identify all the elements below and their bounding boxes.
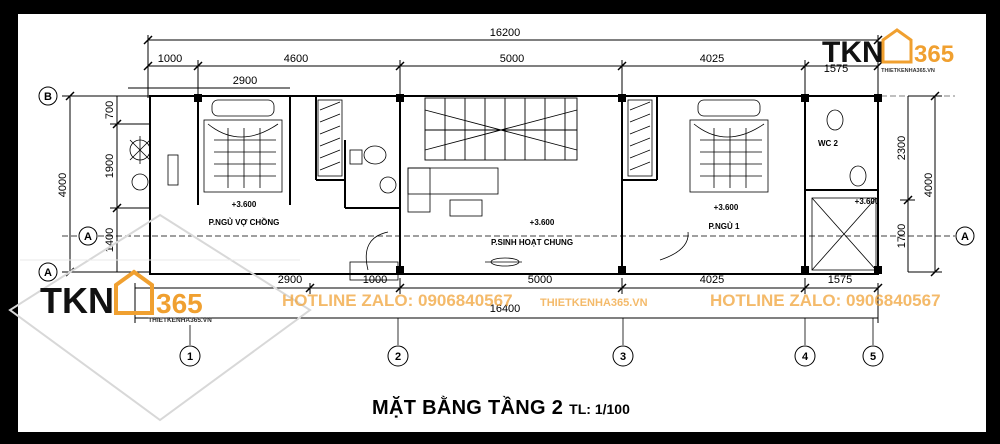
house-icon xyxy=(881,28,913,64)
staircase xyxy=(424,97,578,161)
walls xyxy=(149,95,879,275)
logo-bottom-left: TKN 365 THIETKENHA365.VN xyxy=(40,269,212,324)
dim-top-2: 4600 xyxy=(284,53,308,65)
room-living-level: +3.600 xyxy=(530,218,555,227)
dim-top-3: 5000 xyxy=(500,53,524,65)
logo-bottom-site: THIETKENHA365.VN xyxy=(148,317,212,324)
dim-bottom-2: 1000 xyxy=(363,274,387,286)
beds xyxy=(203,99,769,193)
dim-left-3: 1900 xyxy=(104,154,116,178)
dim-top-1: 1000 xyxy=(158,53,182,65)
logo-top-site: THIETKENHA365.VN xyxy=(881,68,935,74)
grid-bubble-b: B xyxy=(38,86,58,106)
grid-label-a-right: A xyxy=(961,231,969,243)
logo-top-right: TKN 365 THIETKENHA365.VN xyxy=(822,28,954,74)
drawing-scale: TL: 1/100 xyxy=(569,401,630,417)
logo-bottom-text: TKN xyxy=(40,280,114,321)
drawing-sheet xyxy=(18,14,986,432)
grid-label-a-left: A xyxy=(84,231,92,243)
grid-bubble-5: 5 xyxy=(862,345,884,367)
grid-label-3: 3 xyxy=(620,351,626,363)
site-watermark-mid: THIETKENHA365.VN xyxy=(540,297,648,309)
grid-bubble-4: 4 xyxy=(794,345,816,367)
dim-overall-top: 16200 xyxy=(490,27,521,39)
columns xyxy=(194,94,882,274)
dim-bottom-1: 2900 xyxy=(278,274,302,286)
wardrobes xyxy=(317,99,653,177)
dim-top-5: 1575 xyxy=(824,63,848,75)
room-bed2-name: P.NGỦ 1 xyxy=(709,222,741,231)
grid-label-a-left2: A xyxy=(44,267,52,279)
logo-bottom-num: 365 xyxy=(156,288,203,319)
room-bed1-name: P.NGỦ VỢ CHỒNG xyxy=(209,217,280,227)
grid-bubble-1: 1 xyxy=(179,345,201,367)
logo-top-text: TKN xyxy=(822,36,884,69)
dim-overall-bottom: 16400 xyxy=(490,303,521,315)
room-living-name: P.SINH HOẠT CHUNG xyxy=(491,238,573,247)
hotline-watermark-2: HOTLINE ZALO: 0906840567 xyxy=(710,291,941,310)
grid-bubble-a-left: A xyxy=(78,226,98,246)
grid-bubble-3: 3 xyxy=(612,345,634,367)
house-icon-large xyxy=(114,269,154,315)
dim-left-2: 700 xyxy=(104,101,116,119)
grid-bubble-a-right: A xyxy=(955,226,975,246)
room-wc-level: +3.600 xyxy=(855,197,880,206)
grid-label-2: 2 xyxy=(395,351,401,363)
dimension-ticks xyxy=(65,35,940,293)
logo-top-num: 365 xyxy=(914,41,954,68)
dim-bottom-3: 5000 xyxy=(528,274,552,286)
drawing-title-block: MẶT BẰNG TẦNG 2 TL: 1/100 xyxy=(372,397,630,420)
grid-bubble-a-left2: A xyxy=(38,262,58,282)
hotline-watermark-1: HOTLINE ZALO: 0906840567 xyxy=(282,291,513,310)
grid-bubble-2: 2 xyxy=(387,345,409,367)
grid-label-1: 1 xyxy=(187,351,193,363)
dim-left-4: 1400 xyxy=(104,228,116,252)
room-wc-name: WC 2 xyxy=(818,139,839,148)
dim-right-3: 1700 xyxy=(896,224,908,248)
living-furniture xyxy=(365,167,689,271)
balcony-plants xyxy=(129,136,399,281)
room-bed1-level: +3.600 xyxy=(232,200,257,209)
dim-bottom-5: 1575 xyxy=(828,274,852,286)
dim-top-4: 4025 xyxy=(700,53,724,65)
watermark-diamond xyxy=(8,213,312,422)
room-bed2-level: +3.600 xyxy=(714,203,739,212)
grid-label-4: 4 xyxy=(802,351,809,363)
dim-right-1: 2300 xyxy=(896,136,908,160)
wc-fixtures xyxy=(349,109,877,271)
dim-left-1: 4000 xyxy=(57,173,69,197)
dim-bottom-4: 4025 xyxy=(700,274,724,286)
dim-inner-top-1: 2900 xyxy=(233,75,257,87)
drawing-title: MẶT BẰNG TẦNG 2 xyxy=(372,397,564,419)
grid-label-b: B xyxy=(44,91,52,103)
grid-label-5: 5 xyxy=(870,351,876,363)
dim-right-2: 4000 xyxy=(923,173,935,197)
